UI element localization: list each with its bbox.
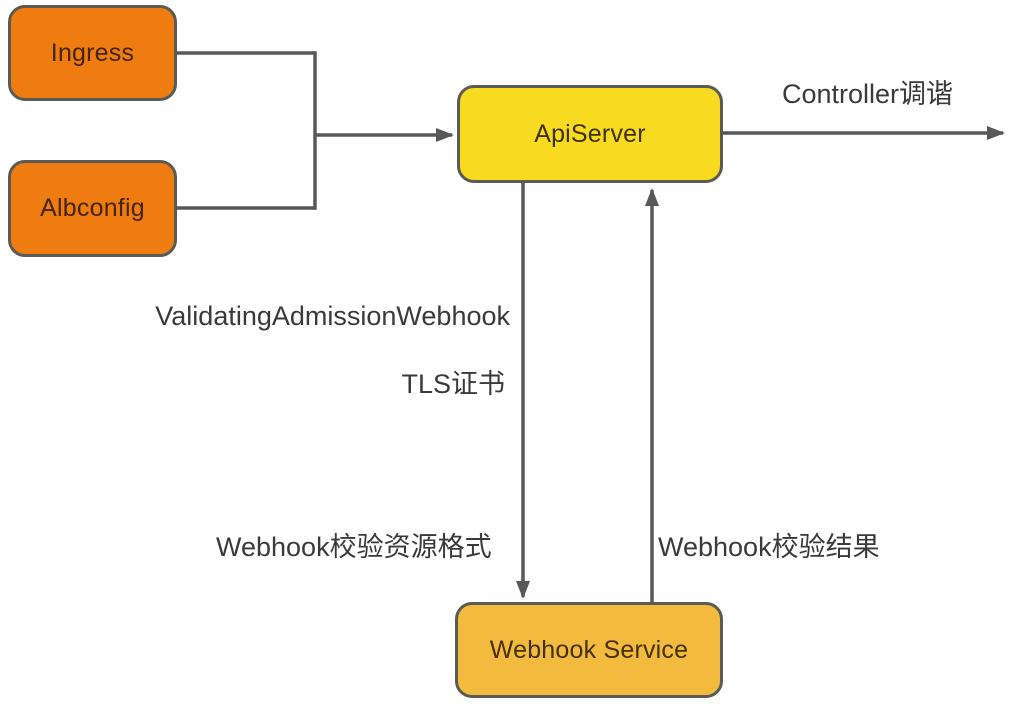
node-ingress: Ingress	[8, 5, 177, 101]
edge-label-webhook-validate-resource: Webhook校验资源格式	[216, 532, 492, 562]
edge-label-webhook-validate-result: Webhook校验结果	[658, 532, 880, 562]
node-albconfig-label: Albconfig	[40, 194, 145, 222]
node-webhook-service-label: Webhook Service	[489, 635, 689, 664]
node-albconfig: Albconfig	[8, 160, 177, 257]
node-webhook-service: Webhook Service	[455, 602, 723, 698]
edge-label-validating-admission-webhook: ValidatingAdmissionWebhook	[155, 301, 510, 331]
node-apiserver: ApiServer	[457, 85, 723, 183]
node-apiserver-label: ApiServer	[534, 119, 646, 148]
node-ingress-label: Ingress	[50, 38, 135, 67]
edge-label-tls-cert: TLS证书	[401, 369, 505, 399]
edge-label-controller-reconcile: Controller调谐	[781, 79, 954, 109]
